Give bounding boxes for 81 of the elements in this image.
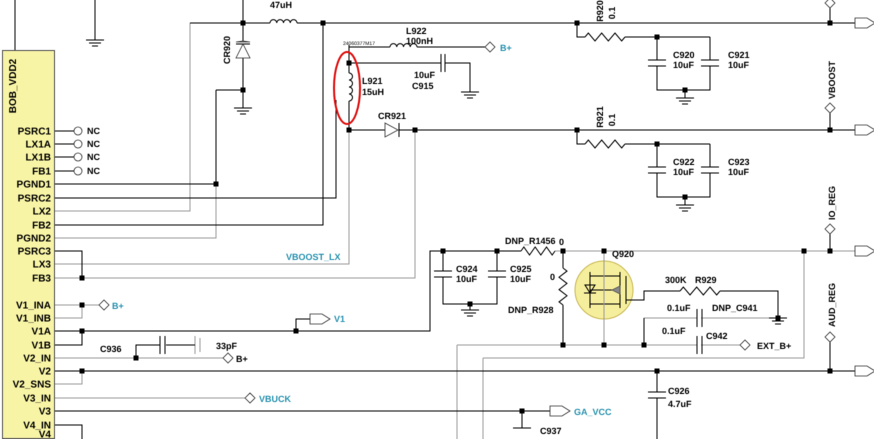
value-label: 33pF [216, 341, 238, 351]
pin-label: V1B [32, 340, 51, 352]
component-label: C936 [100, 344, 122, 354]
pin-label: LX1A [25, 140, 51, 150]
pin-label: V4_IN [23, 420, 51, 432]
value-label: 0 [550, 272, 556, 282]
component-label: C923 [728, 157, 750, 167]
component-label: R920 [595, 0, 605, 22]
component-label: C915 [412, 81, 434, 91]
pin-label: V1_INA [16, 300, 51, 312]
pin-label: V1_INB [16, 314, 51, 324]
component-label: C937 [540, 426, 562, 436]
component-label: CR921 [378, 111, 406, 121]
component-label: C924 [456, 264, 478, 274]
pin-label: LX1B [25, 152, 51, 164]
component-label: C942 [706, 331, 728, 341]
pin-label: V4 [38, 430, 51, 439]
value-label: 100nH [406, 36, 434, 46]
component-label: C920 [673, 50, 695, 60]
no-connect-label: NC [87, 166, 100, 176]
component-label: R929 [695, 275, 717, 285]
pin-label: PGND1 [16, 180, 51, 190]
pin-label: V2_IN [23, 354, 51, 364]
component-label: DNP_R928 [508, 305, 554, 315]
no-connect-label: NC [87, 126, 100, 136]
pin-label: PSRC3 [18, 246, 51, 258]
pin-label: LX2 [32, 206, 51, 218]
net-label: B+ [500, 43, 512, 53]
ic-block [2, 50, 55, 439]
pin-label: FB1 [32, 166, 51, 178]
net-label: B+ [112, 301, 124, 311]
net-label: VBOOST [827, 61, 837, 99]
component-label: DNP_C941 [712, 303, 758, 313]
component-label: L921 [362, 76, 383, 86]
pin-label: V3_IN [23, 394, 51, 404]
component-label: CR920 [222, 36, 232, 64]
value-label: 0.1uF [662, 326, 686, 336]
net-label: V1 [334, 314, 346, 324]
pin-label: PSRC2 [18, 194, 51, 204]
pin-label: PSRC1 [18, 126, 51, 138]
component-label: C926 [668, 386, 690, 396]
value-label: 10uF [510, 274, 532, 284]
value-label: 10uF [673, 167, 694, 177]
no-connect-label: NC [87, 152, 100, 162]
component-label: C921 [728, 50, 750, 60]
value-label: 10uF [728, 167, 750, 177]
value-label: 10uF [673, 60, 694, 70]
net-label: B+ [236, 354, 248, 364]
pin-label: V3 [38, 406, 51, 418]
net-label: GA_VCC [574, 407, 612, 417]
value-label: 300K [665, 275, 687, 285]
pin-label: FB3 [32, 274, 51, 284]
value-label: 0.1uF [667, 303, 691, 313]
pin-label: V2 [38, 366, 51, 378]
net-label: VBOOST_LX [286, 252, 341, 262]
pin-label: V2_SNS [12, 380, 51, 390]
component-label: Q920 [612, 249, 634, 259]
value-label: 47uH [270, 0, 292, 10]
pin-label: FB2 [32, 220, 51, 232]
net-label: AUD_REG [827, 283, 837, 327]
value-label: 4.7uF [668, 399, 692, 409]
no-connect-label: NC [87, 139, 100, 149]
component-label: C925 [510, 264, 532, 274]
value-label: 0 [559, 237, 564, 247]
pin-label: V1A [32, 326, 51, 338]
net-label: VBUCK [259, 394, 292, 404]
net-label: EXT_B+ [757, 341, 792, 351]
component-label: R921 [595, 106, 605, 128]
value-label: 15uH [362, 87, 384, 97]
value-label: 0.1 [607, 114, 617, 126]
pin-label: PGND2 [16, 234, 51, 244]
component-label: C922 [673, 157, 695, 167]
component-label: DNP_R1456 [505, 236, 556, 246]
value-label: 10uF [456, 274, 478, 284]
value-label: 0.1 [607, 6, 617, 20]
net-label: IO_REG [827, 186, 837, 220]
value-label: 10uF [728, 60, 750, 70]
component-label: L922 [406, 26, 427, 36]
chip-name: BOB_VDD2 [9, 58, 19, 114]
pin-label: LX3 [32, 260, 51, 270]
value-label: 10uF [414, 70, 436, 80]
